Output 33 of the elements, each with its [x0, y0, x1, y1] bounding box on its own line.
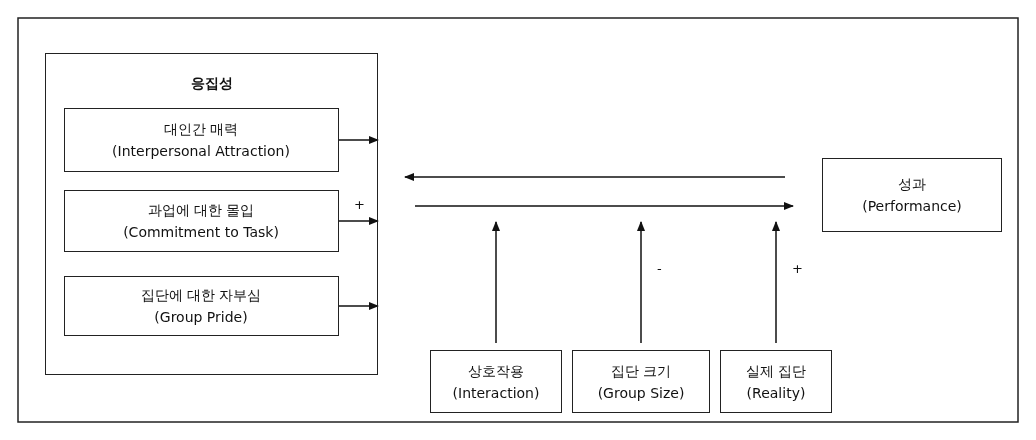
korean-term: 응집성 [190, 74, 233, 93]
arrow [771, 220, 781, 344]
arrow [491, 220, 501, 344]
english-term: (Group Size) [597, 383, 685, 403]
english-term: (Interpersonal Attraction) [112, 141, 290, 161]
arrow [338, 216, 380, 226]
arrow [403, 172, 786, 182]
english-term: (Reality) [746, 383, 806, 403]
concept-box [63, 107, 339, 172]
korean-term: 집단에 대한 자부심 [140, 285, 262, 305]
english-term: (Interaction) [452, 383, 540, 403]
arrow [338, 135, 380, 145]
korean-term: 대인간 매력 [163, 119, 239, 139]
edge-label: + [352, 198, 367, 212]
group-box [45, 53, 378, 375]
korean-term: 성과 [898, 175, 926, 194]
concept-box [63, 189, 339, 252]
korean-term: 실제 집단 [745, 361, 807, 381]
arrow [338, 301, 380, 311]
concept-box [63, 275, 339, 336]
english-term: (Group Pride) [154, 307, 248, 327]
edge-label: + [790, 262, 805, 276]
arrow [636, 220, 646, 344]
concept-box [720, 350, 832, 413]
concept-box [430, 350, 562, 413]
concept-box [572, 350, 710, 413]
korean-term: 집단 크기 [610, 361, 672, 381]
korean-term: 상호작용 [468, 361, 524, 381]
concept-box [822, 158, 1002, 232]
arrow [414, 201, 795, 211]
english-term: (Performance) [862, 197, 962, 216]
english-term: (Commitment to Task) [123, 222, 279, 242]
korean-term: 과업에 대한 몰입 [147, 200, 255, 220]
